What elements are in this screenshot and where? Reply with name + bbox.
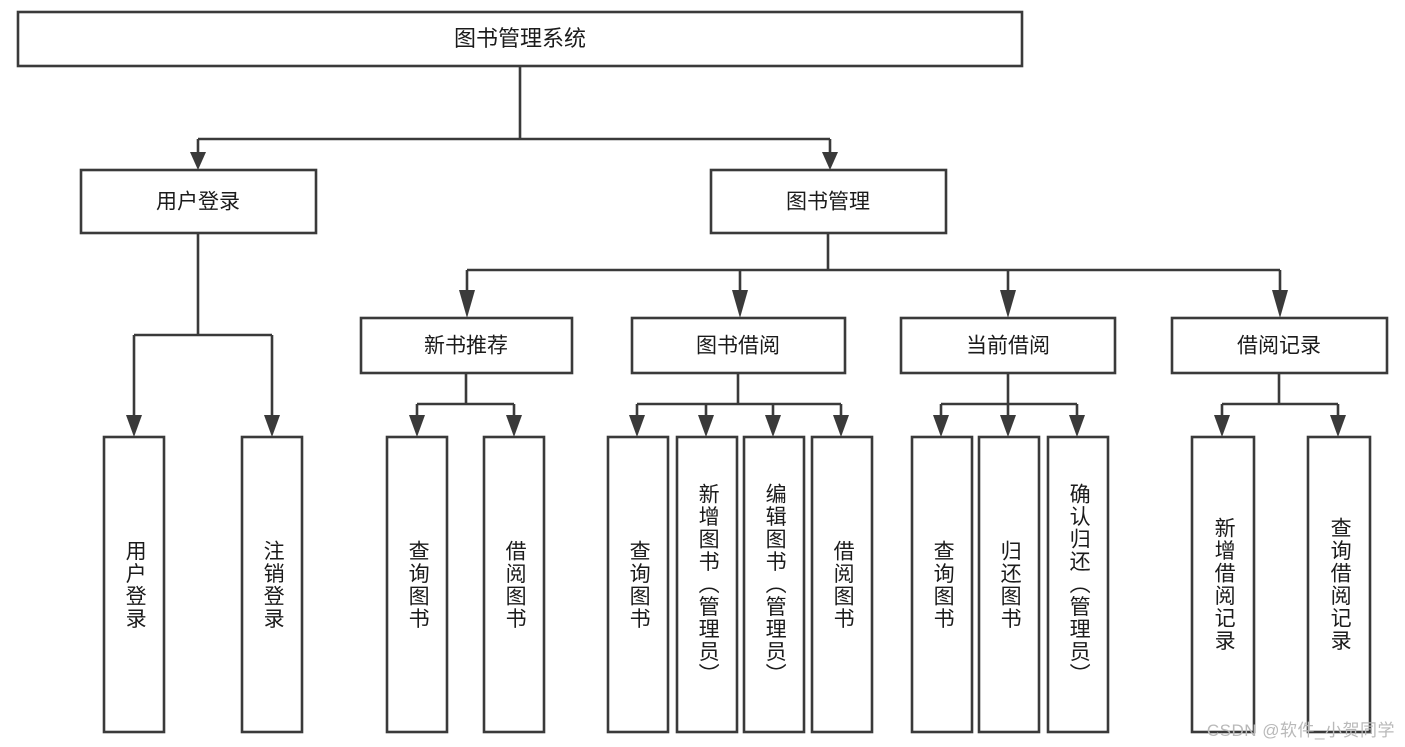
leaf-label-query-book-b: 查询图书 [627, 539, 651, 630]
leaf-label-add-book: 新增图书（管理员） [696, 483, 720, 686]
watermark-text: CSDN @软件_小贺同学 [1206, 721, 1395, 740]
leaf-label-borrow-book-a: 借阅图书 [503, 539, 527, 630]
leaf-label-logout: 注销登录 [261, 539, 285, 630]
arrow-leaf-query-record-icon [1330, 415, 1346, 437]
arrow-leaf-user-login-icon [126, 415, 142, 437]
node-box-root[interactable] [16, 10, 1024, 68]
arrow-leaf-query-book-a-icon [409, 415, 425, 437]
node-box-leaf-8[interactable] [910, 435, 974, 734]
node-box-leaf-5[interactable] [675, 435, 739, 734]
leaf-label-query-book-a: 查询图书 [406, 539, 430, 630]
arrow-leaf-confirm-return-icon [1069, 415, 1085, 437]
node-box-leaf-10[interactable] [1046, 435, 1110, 734]
node-label-new-book-recommend: 新书推荐 [424, 335, 508, 358]
leaf-label-query-book-c: 查询图书 [931, 539, 955, 630]
leaf-label-borrow-book-b: 借阅图书 [831, 539, 855, 630]
node-box-borrow-record[interactable] [1170, 316, 1389, 375]
node-box-leaf-9[interactable] [977, 435, 1041, 734]
node-box-leaf-7[interactable] [810, 435, 874, 734]
arrow-to-book-borrow-icon [732, 290, 748, 318]
arrow-leaf-query-book-c-icon [933, 415, 949, 437]
node-box-book-management[interactable] [709, 168, 948, 235]
leaf-label-return-book: 归还图书 [998, 539, 1022, 630]
leaf-label-add-record: 新增借阅记录 [1212, 517, 1236, 652]
node-label-current-borrow: 当前借阅 [966, 335, 1050, 358]
node-box-leaf-3[interactable] [482, 435, 546, 734]
arrow-leaf-add-book-icon [698, 415, 714, 437]
arrow-to-borrow-record-icon [1272, 290, 1288, 318]
leaf-label-user-login: 用户登录 [123, 539, 147, 630]
arrow-leaf-borrow-book-a-icon [506, 415, 522, 437]
arrow-leaf-borrow-book-b-icon [833, 415, 849, 437]
node-label-book-management: 图书管理 [786, 191, 870, 214]
node-box-new-book-recommend[interactable] [359, 316, 574, 375]
arrow-to-new-book-rec-icon [459, 290, 475, 318]
arrow-to-current-borrow-icon [1000, 290, 1016, 318]
leaf-label-query-record: 查询借阅记录 [1328, 517, 1352, 652]
node-box-leaf-2[interactable] [385, 435, 449, 734]
node-label-book-borrow: 图书借阅 [696, 335, 780, 358]
node-box-leaf-6[interactable] [742, 435, 806, 734]
node-box-leaf-1[interactable] [240, 435, 304, 734]
node-label-root: 图书管理系统 [454, 26, 586, 51]
arrow-leaf-query-book-b-icon [629, 415, 645, 437]
node-box-leaf-11[interactable] [1190, 435, 1256, 734]
arrow-leaf-logout-icon [264, 415, 280, 437]
node-box-leaf-0[interactable] [102, 435, 166, 734]
node-label-user-login: 用户登录 [156, 191, 240, 214]
node-box-leaf-4[interactable] [606, 435, 670, 734]
arrow-leaf-add-record-icon [1214, 415, 1230, 437]
node-box-book-borrow[interactable] [630, 316, 847, 375]
leaf-label-confirm-return: 确认归还（管理员） [1067, 483, 1091, 686]
node-label-borrow-record: 借阅记录 [1237, 335, 1321, 358]
arrow-leaf-return-book-icon [1000, 415, 1016, 437]
arrow-root-to-book-icon [822, 152, 838, 170]
arrow-leaf-edit-book-icon [765, 415, 781, 437]
arrow-root-to-user-icon [190, 152, 206, 170]
node-box-leaf-12[interactable] [1306, 435, 1372, 734]
leaf-label-edit-book: 编辑图书（管理员） [763, 483, 787, 686]
